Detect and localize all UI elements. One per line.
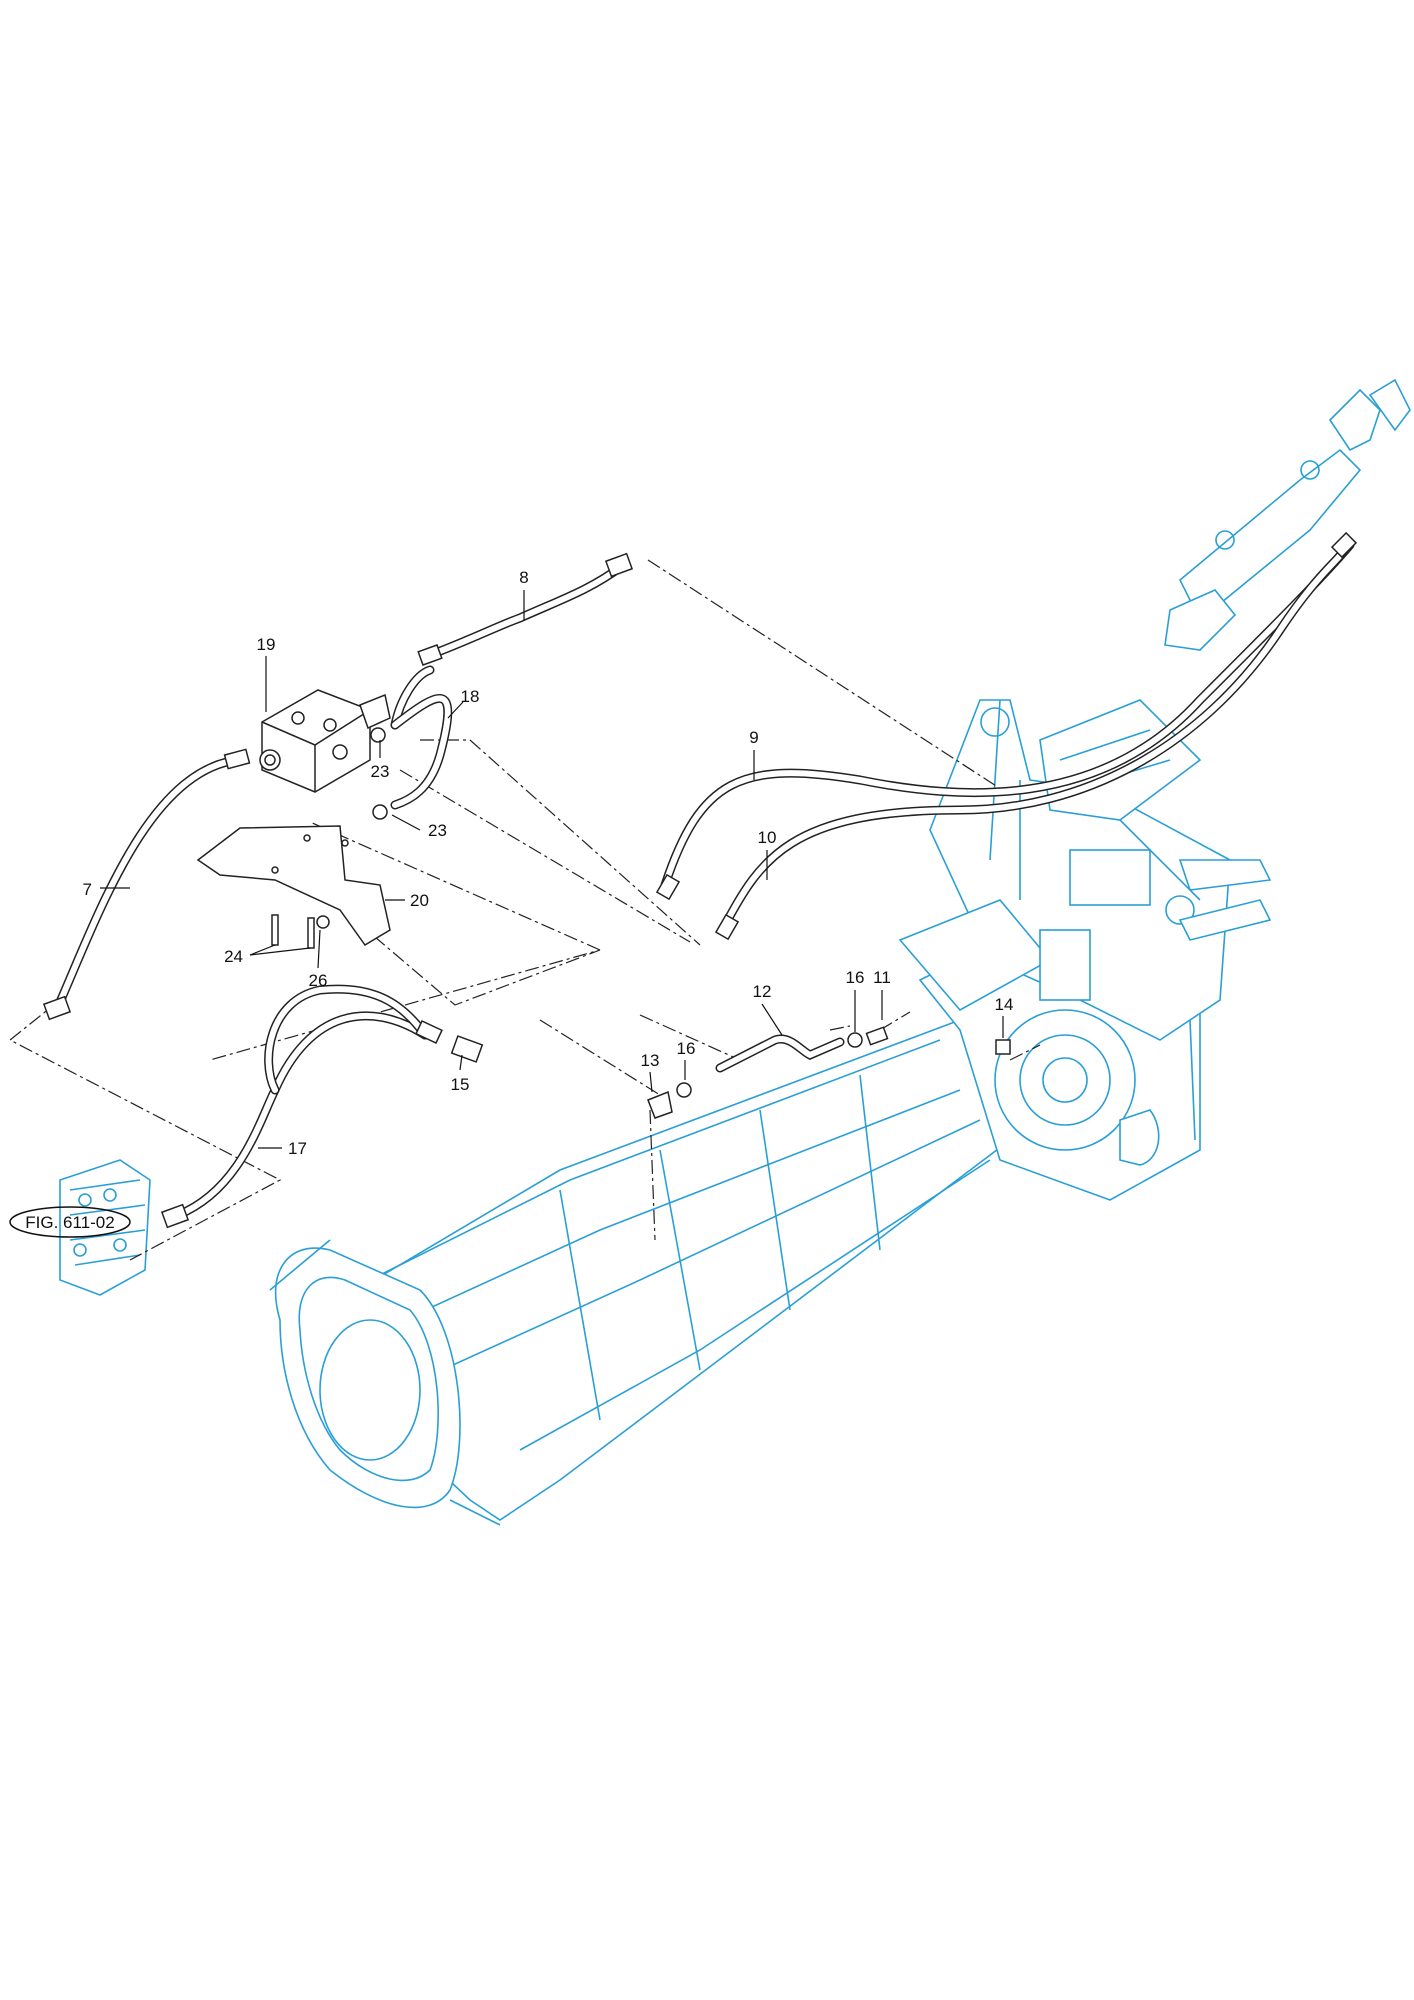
callout-13: 13 bbox=[641, 1051, 660, 1070]
callout-19: 19 bbox=[257, 635, 276, 654]
callout-8: 8 bbox=[519, 568, 528, 587]
callout-labels: 7 8 9 10 11 12 13 14 15 16 16 17 18 19 2… bbox=[83, 568, 1014, 1158]
callout-10: 10 bbox=[758, 828, 777, 847]
hoses bbox=[55, 540, 1355, 1220]
callout-26: 26 bbox=[309, 971, 328, 990]
callout-23-upper: 23 bbox=[371, 762, 390, 781]
callout-16-left: 16 bbox=[677, 1039, 696, 1058]
assembly-lines bbox=[8, 559, 1041, 1261]
fittings bbox=[42, 531, 1358, 1229]
leader-lines bbox=[100, 590, 1004, 1149]
bracket-20 bbox=[196, 825, 391, 946]
callout-20: 20 bbox=[410, 891, 429, 910]
callout-11: 11 bbox=[873, 968, 891, 987]
callout-9: 9 bbox=[749, 728, 758, 747]
figure-reference-label: FIG. 611-02 bbox=[25, 1213, 114, 1232]
callout-17: 17 bbox=[288, 1139, 307, 1158]
callout-7: 7 bbox=[83, 880, 92, 899]
valve-block-19 bbox=[259, 689, 391, 793]
callout-18: 18 bbox=[461, 687, 480, 706]
callout-16-right: 16 bbox=[846, 968, 865, 987]
transmission-housing bbox=[269, 378, 1411, 1526]
callout-23-lower: 23 bbox=[428, 821, 447, 840]
remote-valve-block bbox=[59, 1159, 151, 1296]
callout-14: 14 bbox=[995, 995, 1014, 1014]
callout-24: 24 bbox=[224, 947, 243, 966]
callout-12: 12 bbox=[753, 982, 772, 1001]
figure-reference[interactable]: FIG. 611-02 bbox=[9, 1206, 131, 1238]
callout-15: 15 bbox=[451, 1075, 470, 1094]
